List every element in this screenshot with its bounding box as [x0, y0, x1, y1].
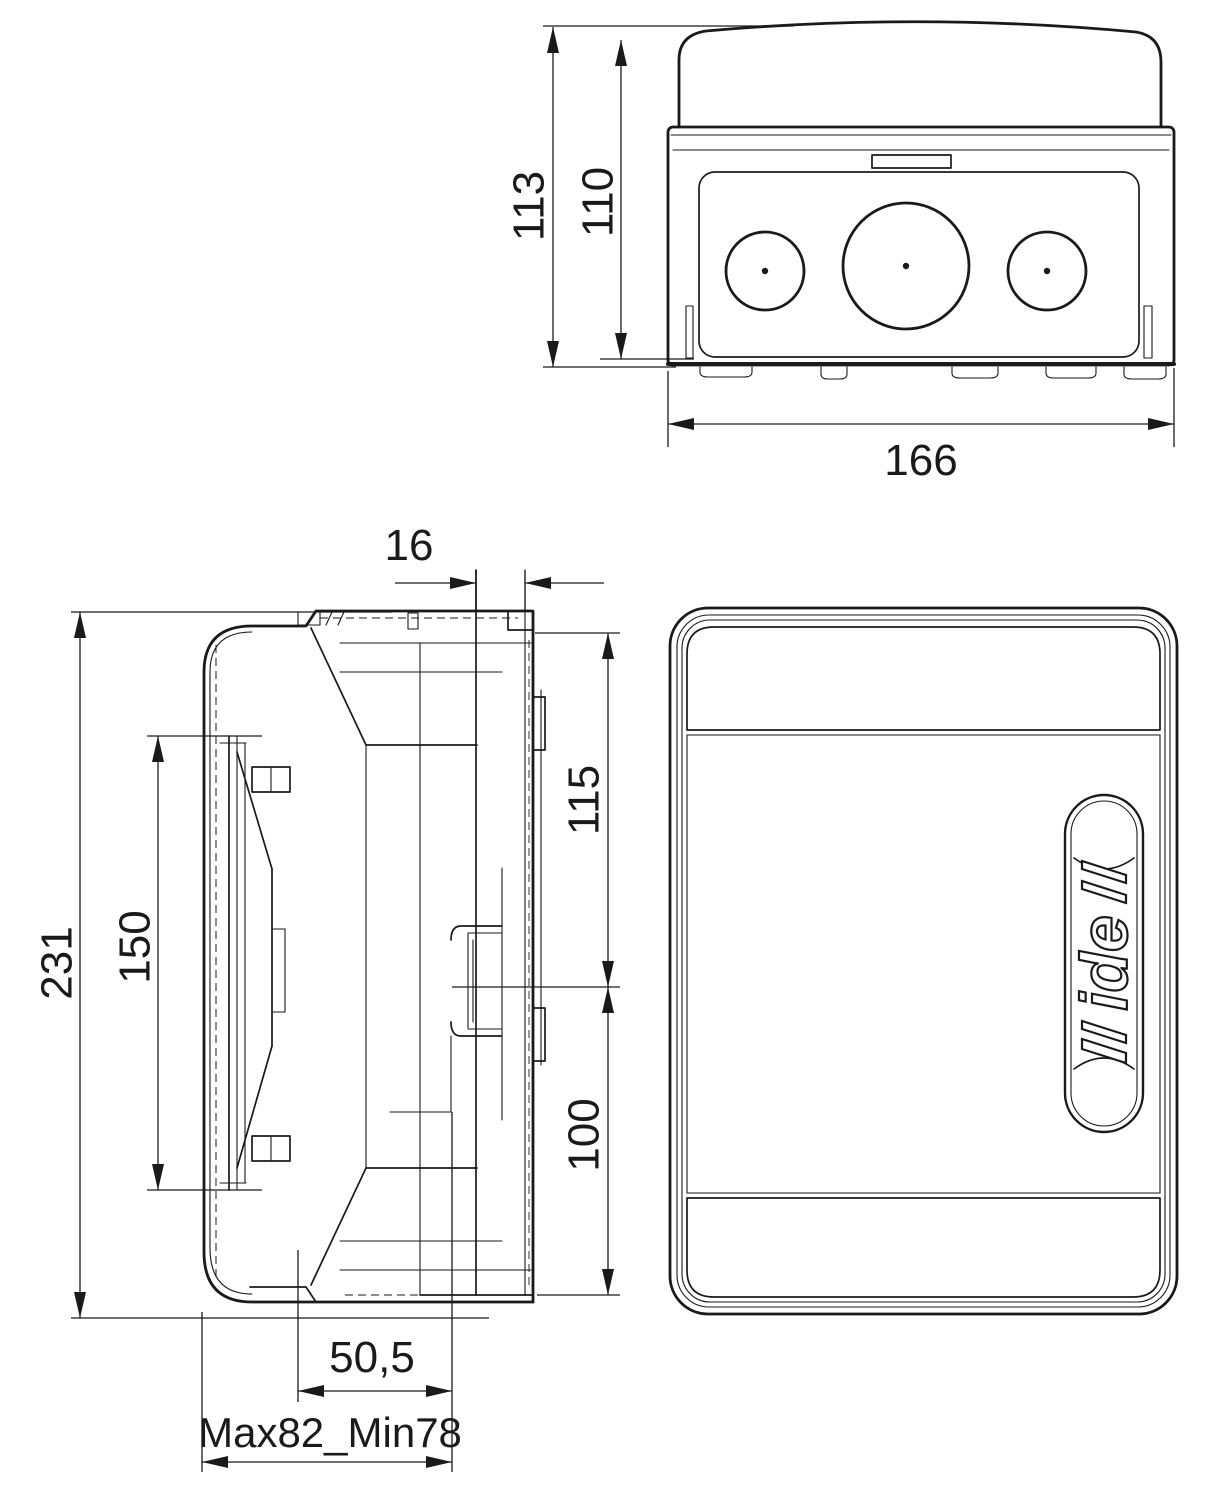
side-view-cover-outline	[202, 609, 535, 1304]
dimension-mounting-depth-max82-min78: Max82_Min78	[198, 1312, 462, 1472]
top-view-body-outline	[666, 125, 1176, 367]
dimension-door-opening-150: 150	[111, 735, 262, 1191]
dim-label-166: 166	[884, 436, 957, 485]
dimension-overall-width-166: 166	[667, 368, 1175, 485]
side-view-din-rail	[389, 925, 503, 1113]
dim-label-100: 100	[560, 1098, 609, 1171]
dim-label-110: 110	[574, 167, 623, 237]
front-view-logo-pill: ide	[1063, 793, 1145, 1134]
dim-label-115: 115	[560, 765, 609, 835]
dimension-cover-depth-16: 16	[385, 521, 604, 612]
side-view-door-flange	[219, 735, 286, 1191]
wall-mount-lug-upper	[532, 696, 546, 751]
front-view-bottom-band	[686, 1197, 1161, 1298]
logo-text-ide: ide	[1067, 915, 1141, 1010]
brand-logo: ide	[1066, 859, 1142, 1065]
knockout-center	[841, 201, 971, 331]
dimension-lower-section-100: 100	[537, 987, 620, 1296]
top-view-inner-panel	[698, 171, 1140, 358]
top-view-dome-outline	[677, 20, 1163, 129]
front-view: ide	[668, 606, 1179, 1316]
knockout-left	[724, 230, 806, 312]
dim-label-50-5: 50,5	[329, 1333, 415, 1382]
dimension-overall-height-231: 231	[33, 611, 489, 1319]
top-view-label-window	[871, 154, 952, 169]
front-view-top-band	[686, 626, 1161, 731]
front-view-outer-outline	[668, 606, 1179, 1316]
dimension-body-height-110: 110	[574, 40, 694, 360]
dim-label-max82-min78: Max82_Min78	[198, 1409, 462, 1456]
knockout-right	[1006, 230, 1088, 312]
dim-label-231: 231	[33, 926, 82, 999]
dim-label-16: 16	[385, 521, 434, 570]
dimension-overall-height-113: 113	[505, 25, 793, 368]
dim-label-113: 113	[505, 171, 554, 241]
top-view: 113 110 166	[505, 20, 1176, 485]
dimension-upper-section-115: 115	[452, 632, 620, 988]
dim-label-150: 150	[111, 910, 160, 983]
dimension-rail-offset-50-5: 50,5	[297, 1112, 453, 1472]
side-view: 16 231 150 115	[33, 521, 620, 1472]
wall-mount-lug-lower	[532, 1007, 546, 1062]
